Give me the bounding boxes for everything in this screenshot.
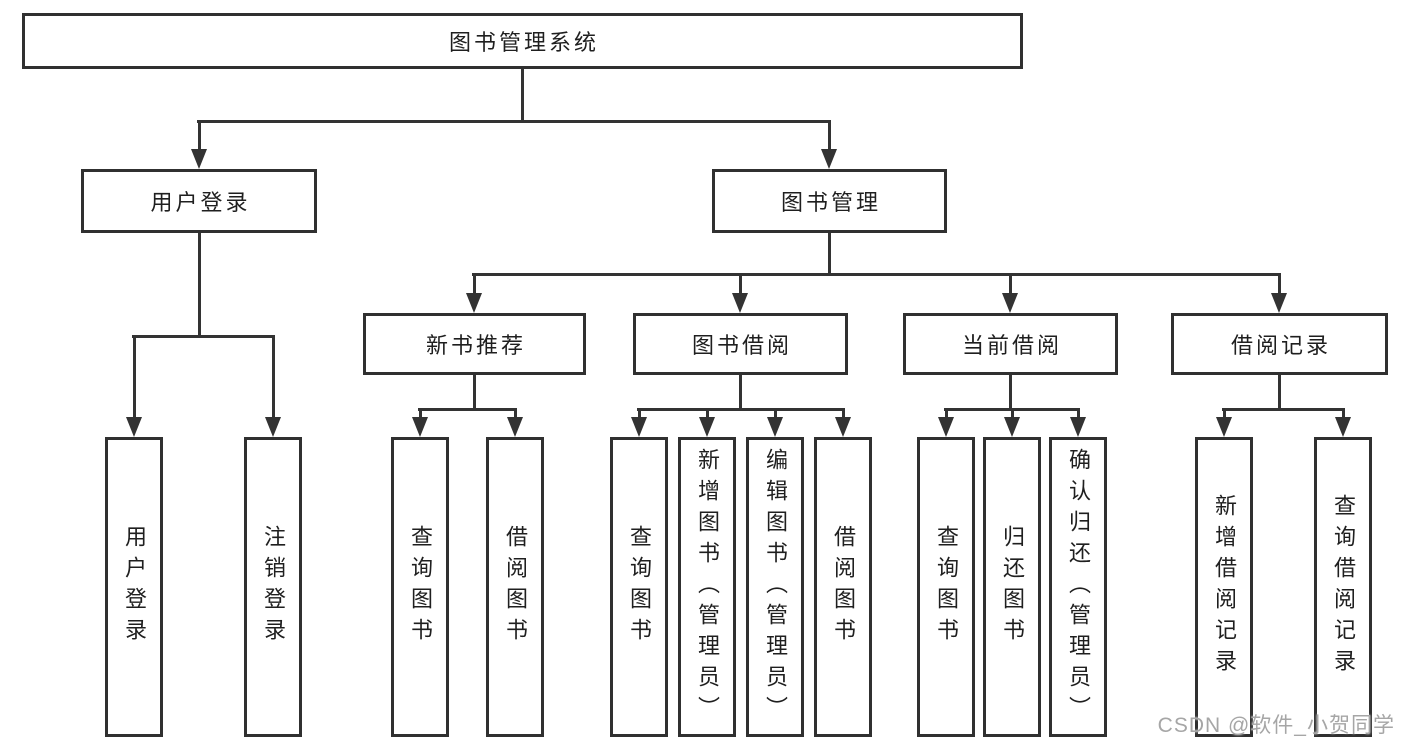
connector-line	[738, 273, 742, 295]
node-leaf-cb-query-book: 查询图书	[917, 437, 975, 737]
connector-line	[1222, 408, 1226, 419]
arrow-down-icon	[1070, 417, 1086, 437]
connector-line	[637, 408, 641, 419]
node-leaf-br-add-record: 新增借阅记录	[1195, 437, 1253, 737]
connector-line	[705, 408, 709, 419]
arrow-down-icon	[938, 417, 954, 437]
arrow-down-icon	[126, 417, 142, 437]
connector-line	[520, 69, 524, 121]
connector-line	[1277, 273, 1281, 295]
connector-line	[944, 408, 948, 419]
connector-line	[197, 233, 201, 337]
arrow-down-icon	[631, 417, 647, 437]
arrow-down-icon	[191, 149, 207, 169]
node-leaf-user-login: 用户登录	[105, 437, 163, 737]
connector-line	[738, 375, 742, 410]
connector-line	[1277, 375, 1281, 410]
node-leaf-rec-borrow-book: 借阅图书	[486, 437, 544, 737]
connector-line	[472, 273, 1281, 276]
arrow-down-icon	[1216, 417, 1232, 437]
connector-line	[472, 375, 476, 410]
node-current-borrow: 当前借阅	[903, 313, 1118, 375]
arrow-down-icon	[699, 417, 715, 437]
arrow-down-icon	[835, 417, 851, 437]
node-leaf-bb-borrow-book: 借阅图书	[814, 437, 872, 737]
node-borrow-record: 借阅记录	[1171, 313, 1388, 375]
arrow-down-icon	[265, 417, 281, 437]
node-leaf-bb-add-book-admin: 新增图书（管理员）	[678, 437, 736, 737]
connector-line	[1010, 408, 1014, 419]
node-leaf-br-query-record: 查询借阅记录	[1314, 437, 1372, 737]
arrow-down-icon	[767, 417, 783, 437]
connector-line	[841, 408, 845, 419]
connector-line	[472, 273, 476, 295]
connector-line	[132, 335, 136, 419]
connector-line	[197, 120, 831, 123]
connector-line	[418, 408, 517, 411]
node-root: 图书管理系统	[22, 13, 1023, 69]
node-leaf-bb-edit-book-admin: 编辑图书（管理员）	[746, 437, 804, 737]
node-user-login: 用户登录	[81, 169, 317, 233]
connector-line	[1341, 408, 1345, 419]
connector-line	[513, 408, 517, 419]
arrow-down-icon	[821, 149, 837, 169]
connector-line	[197, 120, 201, 151]
connector-line	[637, 408, 845, 411]
node-leaf-logout: 注销登录	[244, 437, 302, 737]
node-new-book-recommend: 新书推荐	[363, 313, 586, 375]
connector-line	[1008, 375, 1012, 410]
connector-line	[1076, 408, 1080, 419]
arrow-down-icon	[1271, 293, 1287, 313]
arrow-down-icon	[1002, 293, 1018, 313]
connector-line	[773, 408, 777, 419]
connector-line	[1222, 408, 1345, 411]
node-book-management: 图书管理	[712, 169, 947, 233]
arrow-down-icon	[732, 293, 748, 313]
node-leaf-bb-query-book: 查询图书	[610, 437, 668, 737]
connector-line	[418, 408, 422, 419]
connector-line	[827, 120, 831, 151]
connector-line	[271, 335, 275, 419]
arrow-down-icon	[1335, 417, 1351, 437]
connector-line	[1008, 273, 1012, 295]
arrow-down-icon	[1004, 417, 1020, 437]
node-leaf-cb-confirm-return-admin: 确认归还（管理员）	[1049, 437, 1107, 737]
connector-line	[827, 233, 831, 275]
arrow-down-icon	[507, 417, 523, 437]
node-leaf-cb-return-book: 归还图书	[983, 437, 1041, 737]
node-book-borrow: 图书借阅	[633, 313, 848, 375]
node-leaf-rec-query-book: 查询图书	[391, 437, 449, 737]
connector-line	[132, 335, 275, 338]
csdn-watermark: CSDN @软件_小贺同学	[1157, 714, 1395, 737]
arrow-down-icon	[412, 417, 428, 437]
arrow-down-icon	[466, 293, 482, 313]
